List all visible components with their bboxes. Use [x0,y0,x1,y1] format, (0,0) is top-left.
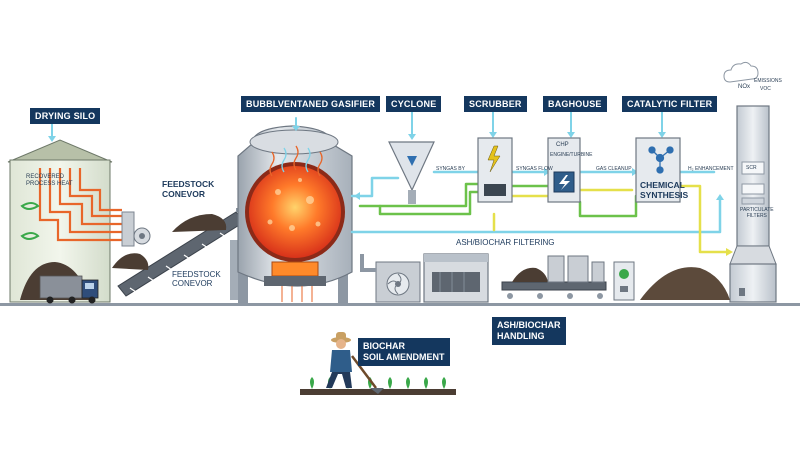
label-ash-filtering: ASH/BIOCHAR FILTERING [456,238,555,247]
truck-icon [39,275,99,304]
label-syngas-flow: SYNGAS FLOW [516,166,553,172]
tag-soil-amendment: BIOCHAR SOIL AMENDMENT [358,338,450,366]
label-recovered-heat-line1: RECOVERED [26,174,65,180]
label-feedstock-conveyor-top-line1: FEEDSTOCK [162,179,215,189]
exhaust-stack [723,61,777,303]
tag-biochar-handling-line1: ASH/BIOCHAR [497,320,561,330]
gasifier-vessel [230,125,353,303]
molecule-icon [648,146,674,174]
label-emissions: EMISSIONS [754,78,782,84]
label-particulate-filters: PARTICULATE FILTERS [740,207,774,219]
label-feedstock-conveyor-bottom-line1: FEEDSTOCK [172,270,221,279]
cloud-icon [723,61,759,83]
ground-line [0,303,800,306]
biochar-conveyor [501,255,730,301]
label-scr: SCR [746,165,757,171]
tag-cyclone: CYCLONE [386,96,442,112]
label-chp-title: CHP [556,142,569,148]
tag-soil-amendment-line2: SOIL AMENDMENT [363,352,445,362]
ash-filtering-unit [360,253,489,303]
label-voc: VOC [760,86,771,92]
drying-silo [7,139,122,304]
label-feedstock-conveyor-bottom-line2: CONEVOR [172,279,213,288]
scrubber [477,137,513,203]
tag-biochar-handling: ASH/BIOCHAR HANDLING [492,317,566,345]
catalytic-filter [635,137,681,203]
tag-biochar-handling-line2: HANDLING [497,331,545,341]
label-particulate-filters-line2: FILTERS [746,213,767,219]
label-chemical-synthesis-line1: CHEMICAL [640,180,685,190]
label-nox: NOx [738,84,750,90]
tag-soil-amendment-line1: BIOCHAR [363,341,405,351]
fan-icon [386,272,410,296]
farmer-icon [300,332,456,395]
label-syngas-left: SYNGAS BY [436,166,465,172]
label-feedstock-conveyor-top-line2: CONEVOR [162,189,205,199]
label-recovered-heat: RECOVERED PROCESS HEAT [26,174,73,188]
label-particulate-filters-line1: PARTICULATE [740,207,774,213]
label-feedstock-conveyor-top: FEEDSTOCK CONEVOR [162,179,214,199]
cyclone [388,141,435,204]
label-chp-sub: ENGINE/TURBINE [550,152,593,158]
tag-drying-silo: DRYING SILO [30,108,101,124]
label-chemical-synthesis-line2: SYNTHESIS [640,190,689,200]
tag-gasifier: BUBBLVENTANED GASIFIER [241,96,381,112]
label-recovered-heat-line2: PROCESS HEAT [26,181,73,187]
lightning-icon [487,145,501,173]
tag-scrubber: SCRUBBER [464,96,527,112]
label-feedstock-conveyor-bottom: FEEDSTOCK CONEVOR [172,270,221,288]
tag-baghouse: BAGHOUSE [543,96,607,112]
tag-catalytic-filter: CATALYTIC FILTER [622,96,718,112]
label-chemical-synthesis: CHEMICAL SYNTHESIS [640,180,688,200]
label-h2-enhancement: H₂ ENHANCEMENT [688,166,734,172]
chp-baghouse [547,137,581,203]
label-gas-cleanup: GAS CLEANUP [596,166,632,172]
